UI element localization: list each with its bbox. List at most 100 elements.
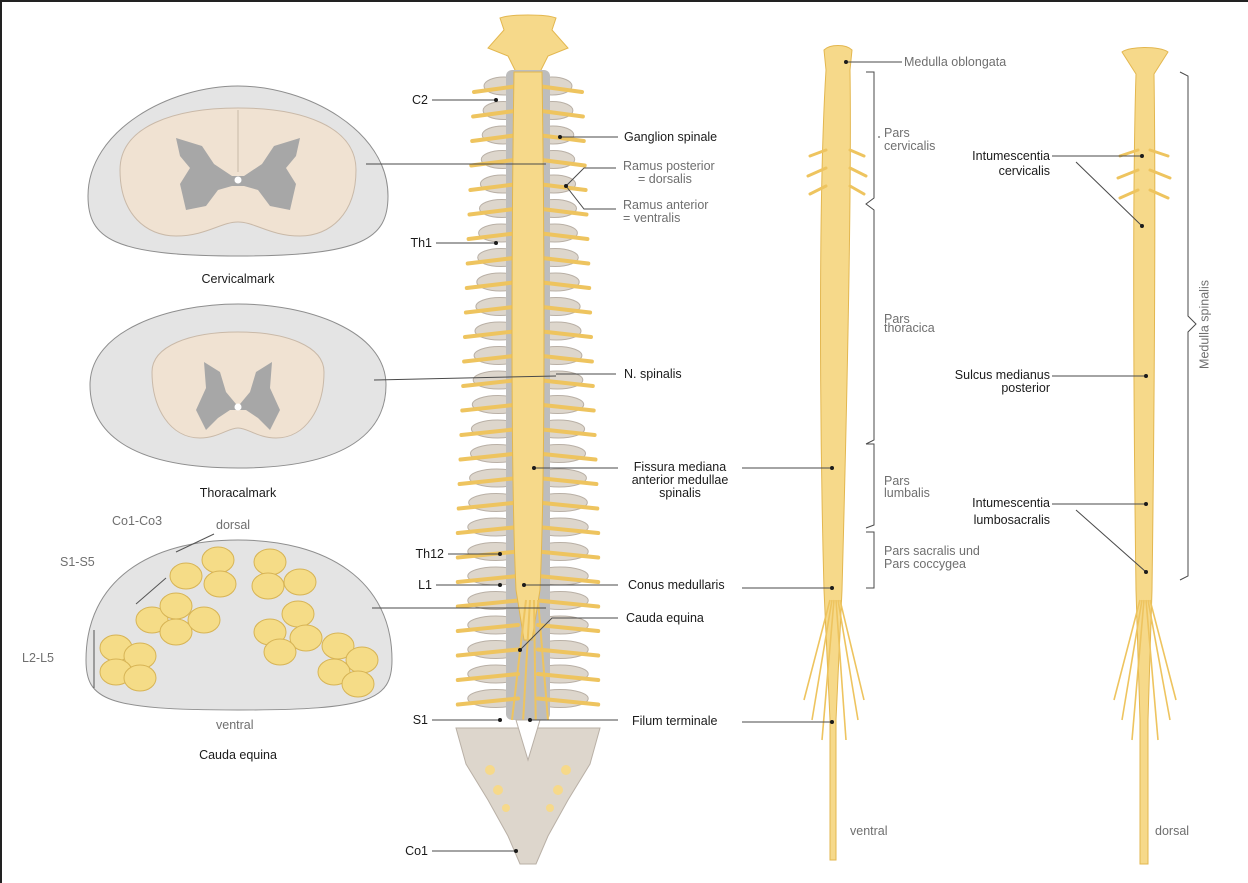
figure-border-top [0,0,1248,2]
nerve-root [455,647,520,658]
label-ramus-posterior-2: = dorsalis [638,172,692,186]
nerve-root [455,574,520,584]
label-int-lumbosacralis-2: lumbosacralis [973,513,1050,527]
nerve-root [455,696,520,707]
nerve-root [536,451,598,462]
label-c2: C2 [412,93,428,107]
label-l1: L1 [418,578,432,592]
nerve-root [456,500,520,511]
label-n-spinalis: N. spinalis [624,367,682,381]
label-co1-co3: Co1-Co3 [112,514,163,528]
label-ganglion-spinale: Ganglion spinale [624,130,718,144]
nerve-root [471,108,520,119]
label-cauda-equina: Cauda equina [626,611,704,625]
label-ventral-section: ventral [216,718,254,732]
cervical-cross-section [87,85,389,257]
thoracic-cross-section [89,303,387,469]
label-conus-medullaris: Conus medullaris [628,578,725,592]
nerve-root [463,329,520,339]
label-pars-thoracica-2: thoracica [884,321,935,335]
figure-border-left [0,0,2,883]
nerve-root [536,329,593,339]
nerve-root [457,476,520,486]
nerve-root [464,280,520,290]
label-ramus-posterior: Ramus posterior [623,159,715,173]
nerve-root [466,231,520,241]
nerve-root [536,427,597,437]
label-pars-lumbalis-2: lumbalis [884,486,930,500]
nerve-root [536,255,591,266]
nerve-root [536,378,595,388]
nerve-root [536,231,590,241]
nerve-root [455,525,520,535]
label-int-lumbosacralis-1: Intumescentia [972,496,1050,510]
label-pars-sacralis-2: Pars coccygea [884,557,966,571]
caption-dorsal: dorsal [1155,824,1190,838]
cervical-caption: Cervicalmark [201,272,275,286]
nerve-root [467,206,520,217]
thoracic-caption: Thoracalmark [199,486,277,500]
label-int-cervicalis-2: cervicalis [998,164,1050,178]
nerve-root [536,206,589,217]
nerve-root [536,280,592,290]
nerve-root [470,133,520,143]
nerve-root [462,353,520,364]
label-th12: Th12 [415,547,445,561]
label-fissura-3: spinalis [659,486,701,500]
label-dorsal-section: dorsal [216,518,251,532]
nerve-root [468,182,520,192]
nerve-root [458,451,520,462]
nerve-root [536,623,601,633]
label-int-cervicalis-1: Intumescentia [972,149,1050,163]
nerve-root [536,402,596,413]
label-th1: Th1 [410,236,432,250]
label-s1-s5: S1-S5 [60,555,95,569]
ventral-cord-view [803,45,868,861]
label-sulcus-2: posterior [1001,381,1050,395]
label-filum-terminale: Filum terminale [632,714,718,728]
nerve-root [461,378,520,388]
nerve-root [472,84,520,94]
nerve-root [536,157,587,168]
nerve-root [536,108,585,119]
nerve-root [536,525,601,535]
label-sulcus-1: Sulcus medianus [954,368,1050,382]
dorsal-cord-view [1113,47,1177,865]
cauda-cross-section [85,533,393,711]
label-medulla-spinalis: Medulla spinalis [1197,280,1212,369]
nerve-root [536,647,601,658]
leader-dots [494,60,1148,853]
nerve-root [536,549,601,560]
nerve-root [455,672,520,682]
nerve-root [536,500,600,511]
nerve-root [459,427,520,437]
nerve-root [536,696,601,707]
nerve-root [460,402,520,413]
label-medulla-oblongata: Medulla oblongata [904,55,1007,69]
label-pars-thoracica-1: Pars [884,312,910,326]
nerve-root [536,672,601,682]
nerve-root [536,598,601,609]
leader-lines [366,61,1197,852]
label-fissura-1: Fissura mediana [633,460,727,474]
spinal-column [455,14,601,865]
nerve-root [455,598,520,609]
label-fissura-2: anterior medullae [631,473,729,487]
label-co1: Co1 [405,844,428,858]
nerve-root [536,304,593,315]
nerve-root [463,304,520,315]
nerve-root [536,476,599,486]
label-ramus-anterior: Ramus anterior [623,198,709,212]
nerve-root [536,353,594,364]
cauda-caption: Cauda equina [199,748,277,762]
label-pars-cervicalis-2: cervicalis [884,139,936,153]
label-l2-l5: L2-L5 [22,651,54,665]
nerve-root [536,574,601,584]
label-ramus-anterior-2: = ventralis [623,211,681,225]
nerve-root [465,255,520,266]
caption-ventral: ventral [850,824,888,838]
label-pars-lumbalis-1: Pars [884,474,910,488]
nerve-root [536,84,584,94]
